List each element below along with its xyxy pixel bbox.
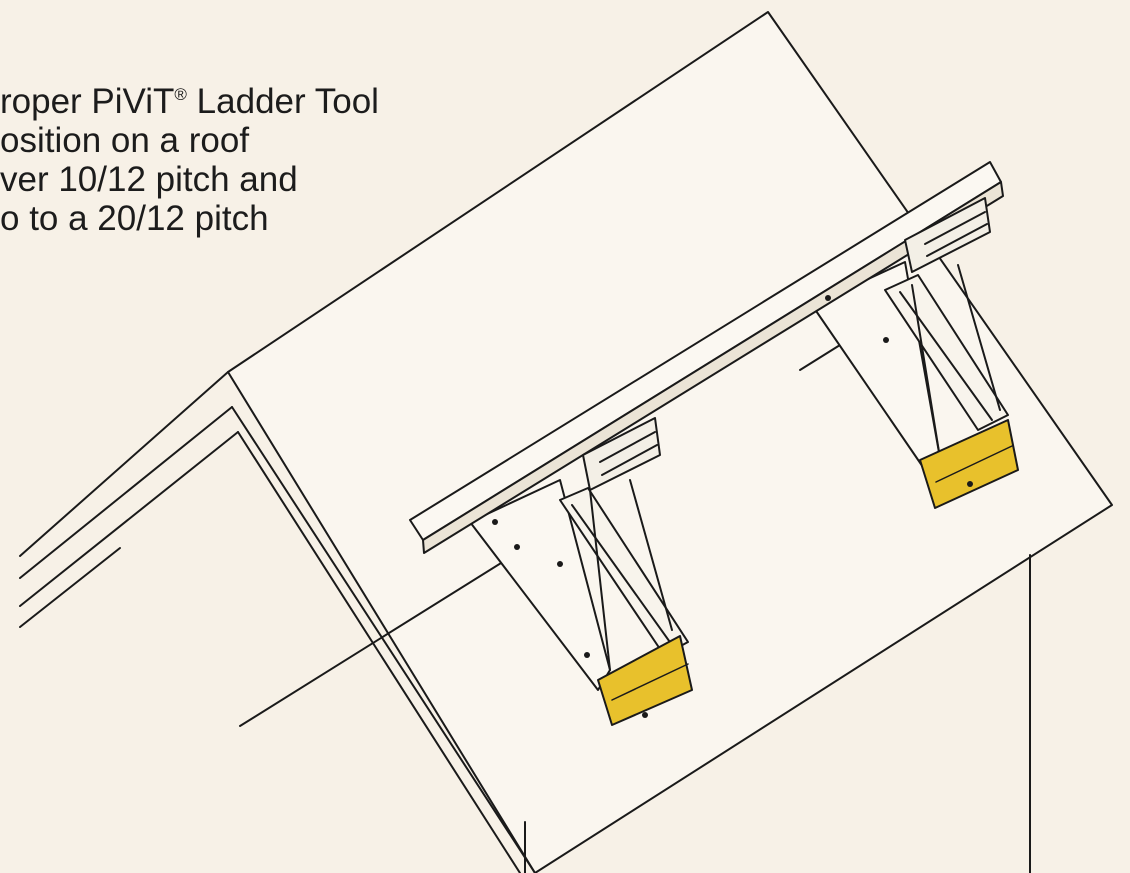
caption-line-1-end: Ladder Tool — [186, 82, 379, 121]
roof-trim-line — [19, 431, 239, 607]
tool-bracket-right — [919, 419, 1019, 509]
roof-trim-line — [237, 431, 521, 873]
caption-line-3: ver 10/12 pitch and — [0, 160, 298, 199]
tool-bracket-left — [597, 635, 693, 726]
roof-trim-line — [19, 406, 233, 579]
caption-line-1: roper PiViT® Ladder Tool — [0, 75, 379, 121]
roof-trim-line — [19, 547, 121, 628]
caption-line-4: o to a 20/12 pitch — [0, 199, 269, 238]
caption-text: roper PiViT® Ladder Tool osition on a ro… — [0, 75, 379, 238]
tool-clamp-right — [904, 197, 991, 273]
caption-line-2: osition on a roof — [0, 121, 250, 160]
roof-ridge-line — [239, 544, 531, 727]
tool-plank-edge — [422, 181, 1004, 554]
registered-mark: ® — [174, 85, 187, 104]
roof-trim-line — [19, 371, 229, 557]
rivet-dots — [492, 295, 973, 718]
tool-clamp-left — [582, 417, 661, 491]
roof-trim-line — [231, 406, 536, 873]
caption-line-1-start: roper PiViT — [0, 82, 175, 121]
tool-arm-left — [559, 487, 689, 656]
